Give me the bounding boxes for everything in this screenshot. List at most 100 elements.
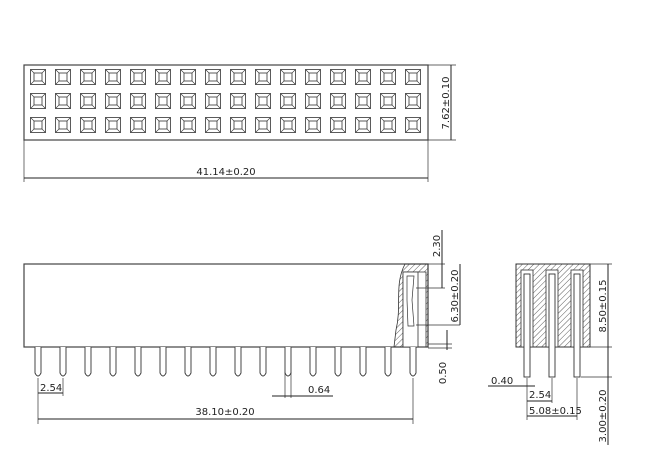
socket-cell: [30, 69, 46, 85]
socket-cell: [330, 69, 346, 85]
socket-cell: [180, 117, 196, 133]
socket-bevel: [255, 69, 271, 85]
socket-cell: [405, 69, 421, 85]
socket-outer: [130, 93, 146, 109]
socket-bevel: [280, 69, 296, 85]
socket-inner: [58, 120, 68, 130]
socket-inner: [283, 96, 293, 106]
socket-inner: [258, 72, 268, 82]
socket-bevel: [30, 117, 46, 133]
end-pin: [548, 273, 556, 378]
socket-bevel: [230, 117, 246, 133]
socket-inner: [383, 120, 393, 130]
socket-cell: [180, 93, 196, 109]
socket-outer: [280, 93, 296, 109]
socket-outer: [180, 117, 196, 133]
socket-outer: [355, 69, 371, 85]
pin: [359, 347, 367, 377]
pin: [134, 347, 142, 377]
socket-inner: [233, 72, 243, 82]
socket-outer: [305, 93, 321, 109]
socket-cell: [30, 93, 46, 109]
pitch-end-label: 2.54: [529, 390, 551, 401]
socket-cell: [155, 69, 171, 85]
socket-cell: [155, 93, 171, 109]
standoff-label: 0.50: [438, 362, 449, 384]
socket-bevel: [230, 69, 246, 85]
socket-bevel: [405, 117, 421, 133]
socket-bevel: [130, 69, 146, 85]
pin: [234, 347, 242, 377]
pin: [409, 347, 417, 377]
pin: [259, 347, 267, 377]
socket-bevel: [180, 117, 196, 133]
socket-inner: [33, 96, 43, 106]
socket-bevel: [255, 117, 271, 133]
socket-inner: [333, 72, 343, 82]
top-view: 7.62±0.10 41.14±0.20: [23, 64, 456, 182]
socket-cell: [380, 69, 396, 85]
socket-cell: [255, 69, 271, 85]
side-height-label: 6.30±0.20: [450, 270, 461, 323]
socket-cell: [30, 117, 46, 133]
socket-bevel: [55, 93, 71, 109]
pin: [109, 347, 117, 377]
pin: [309, 347, 317, 377]
socket-outer: [330, 117, 346, 133]
socket-cell: [205, 69, 221, 85]
socket-bevel: [180, 93, 196, 109]
socket-cell: [380, 117, 396, 133]
socket-bevel: [80, 93, 96, 109]
socket-bevel: [105, 93, 121, 109]
socket-cell: [380, 93, 396, 109]
socket-cell: [405, 117, 421, 133]
socket-bevel: [30, 69, 46, 85]
socket-outer: [155, 69, 171, 85]
side-view-body: [23, 263, 429, 348]
socket-cell: [205, 93, 221, 109]
socket-cell: [55, 69, 71, 85]
socket-outer: [355, 93, 371, 109]
socket-outer: [405, 117, 421, 133]
socket-outer: [180, 93, 196, 109]
socket-bevel: [405, 93, 421, 109]
socket-cell: [80, 93, 96, 109]
socket-outer: [255, 93, 271, 109]
socket-outer: [255, 117, 271, 133]
end-pin: [523, 273, 531, 378]
pin: [209, 347, 217, 377]
socket-outer: [180, 69, 196, 85]
socket-outer: [105, 117, 121, 133]
socket-bevel: [405, 69, 421, 85]
socket-bevel: [255, 93, 271, 109]
socket-outer: [380, 117, 396, 133]
socket-cell: [355, 69, 371, 85]
socket-outer: [255, 69, 271, 85]
socket-bevel: [380, 117, 396, 133]
socket-bevel: [280, 117, 296, 133]
socket-inner: [308, 96, 318, 106]
top-height-label: 7.62±0.10: [441, 77, 452, 130]
socket-outer: [30, 117, 46, 133]
socket-inner: [258, 120, 268, 130]
socket-cell: [230, 69, 246, 85]
pin-length-label: 3.00±0.20: [598, 390, 609, 443]
socket-cell: [305, 117, 321, 133]
socket-bevel: [55, 69, 71, 85]
socket-cell: [105, 69, 121, 85]
socket-inner: [333, 120, 343, 130]
socket-inner: [208, 120, 218, 130]
top-length-label: 41.14±0.20: [196, 167, 255, 178]
socket-inner: [408, 72, 418, 82]
socket-bevel: [80, 69, 96, 85]
pin-width-side-label: 0.64: [308, 385, 330, 396]
socket-cell: [130, 69, 146, 85]
socket-bevel: [280, 93, 296, 109]
socket-outer: [280, 69, 296, 85]
socket-inner: [183, 96, 193, 106]
socket-outer: [30, 69, 46, 85]
socket-inner: [133, 72, 143, 82]
cutaway-section: [393, 263, 429, 348]
socket-inner: [408, 120, 418, 130]
socket-inner: [33, 72, 43, 82]
